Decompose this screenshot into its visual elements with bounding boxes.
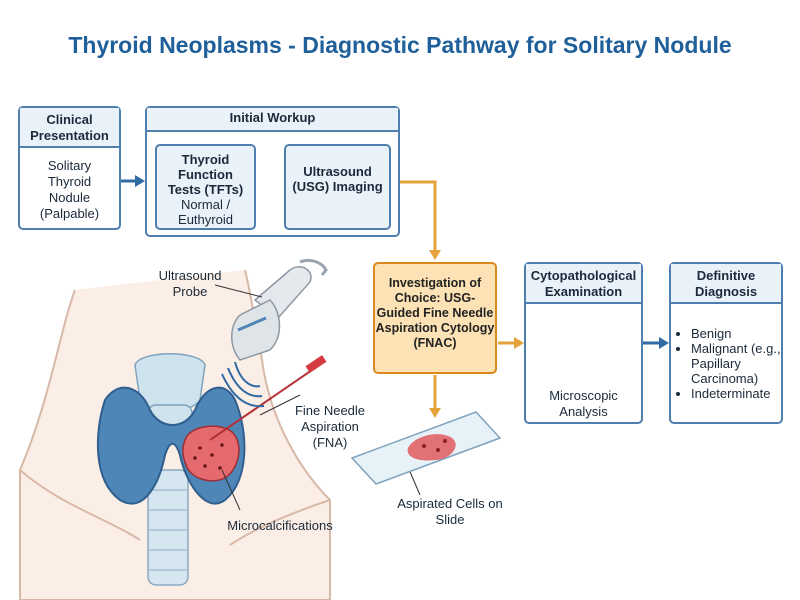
- probe-leader: [214, 284, 263, 298]
- fnac-box: Investigation of Choice: USG-Guided Fine…: [373, 262, 497, 374]
- slide-label: Aspirated Cells on Slide: [397, 496, 503, 527]
- diagnosis-item: Malignant (e.g., Papillary Carcinoma): [691, 341, 800, 386]
- diagnosis-box: Definitive Diagnosis: [669, 262, 783, 424]
- arrow-clinical-to-workup: [121, 175, 145, 187]
- cytopathology-box: Cytopathological Examination Microscopic…: [524, 262, 643, 424]
- clinical-header: Clinical Presentation: [20, 108, 119, 148]
- arrow-workup-to-fnac: [400, 180, 441, 260]
- usg-box: Ultrasound (USG) Imaging: [284, 144, 391, 230]
- clinical-presentation-box: Clinical Presentation Solitary Thyroid N…: [18, 106, 121, 230]
- workup-header: Initial Workup: [147, 108, 398, 132]
- glass-slide-icon: [350, 411, 502, 485]
- nodule-icon: [182, 425, 240, 482]
- ultrasound-probe-icon: [221, 258, 328, 408]
- tft-result: Normal / Euthyroid: [178, 197, 233, 227]
- microcalcifications-label: Microcalcifications: [227, 518, 333, 533]
- cyto-header: Cytopathological Examination: [526, 264, 641, 304]
- arrow-cyto-to-diagnosis: [643, 337, 669, 349]
- tft-title: Thyroid Function Tests (TFTs): [167, 152, 244, 197]
- diagnosis-item: Benign: [691, 326, 800, 341]
- clinical-body: Solitary Thyroid Nodule (Palpable): [39, 158, 100, 221]
- probe-label: Ultrasound Probe: [158, 268, 222, 299]
- fna-label: Fine Needle Aspiration (FNA): [294, 403, 366, 450]
- usg-title: Ultrasound (USG) Imaging: [292, 164, 383, 194]
- arrow-fnac-to-cyto: [498, 337, 524, 349]
- diagnosis-header: Definitive Diagnosis: [671, 264, 781, 304]
- tft-box: Thyroid Function Tests (TFTs) Normal / E…: [155, 144, 256, 230]
- page-title: Thyroid Neoplasms - Diagnostic Pathway f…: [68, 32, 732, 58]
- diagnosis-list: Benign Malignant (e.g., Papillary Carcin…: [678, 326, 800, 401]
- fna-leader: [259, 394, 301, 416]
- trachea-icon: [147, 469, 189, 586]
- micro-leader: [221, 469, 241, 511]
- initial-workup-box: Initial Workup Thyroid Function Tests (T…: [145, 106, 400, 237]
- diagnosis-item: Indeterminate: [691, 386, 800, 401]
- arrow-fnac-to-slide: [429, 375, 441, 418]
- needle-icon: [209, 355, 327, 441]
- cyto-body: Microscopic Analysis: [549, 388, 618, 419]
